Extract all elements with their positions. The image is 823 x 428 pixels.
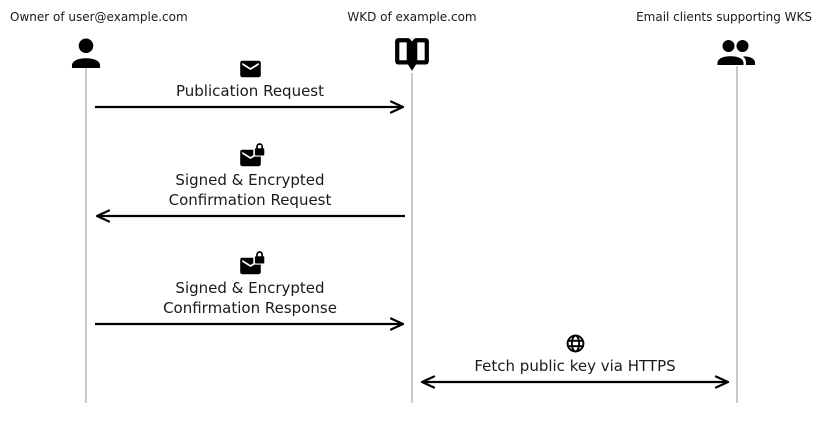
mail-lock-icon [239, 142, 266, 167]
lifeline-clients [736, 66, 738, 403]
message-confirmation-response: Signed & Encrypted Confirmation Response [95, 250, 405, 318]
arrow-both-fetch-public-key [420, 375, 730, 389]
message-label: Confirmation Request [168, 191, 332, 209]
message-label: Confirmation Response [163, 299, 337, 317]
arrow-right-confirmation-response [95, 317, 405, 331]
arrow-left-confirmation-request [95, 209, 405, 223]
actor-label-wkd: WKD of example.com [347, 10, 477, 24]
message-publication-request: Publication Request [95, 60, 405, 101]
actor-label-clients: Email clients supporting WKS [636, 10, 812, 24]
actor-label-owner: Owner of user@example.com [10, 10, 188, 24]
message-label: Signed & Encrypted [175, 171, 325, 189]
person-icon [68, 38, 104, 69]
mail-icon [239, 60, 261, 78]
globe-icon [566, 334, 585, 353]
open-book-icon [393, 36, 431, 74]
message-label: Fetch public key via HTTPS [474, 357, 676, 375]
message-confirmation-request: Signed & Encrypted Confirmation Request [95, 142, 405, 210]
message-label: Publication Request [175, 82, 324, 100]
message-label: Signed & Encrypted [175, 279, 325, 297]
lifeline-owner [85, 68, 87, 403]
mail-lock-icon [239, 250, 266, 275]
message-fetch-public-key: Fetch public key via HTTPS [420, 334, 730, 376]
lifeline-wkd [411, 73, 413, 403]
people-icon [717, 40, 757, 66]
arrow-right-publication-request [95, 100, 405, 114]
